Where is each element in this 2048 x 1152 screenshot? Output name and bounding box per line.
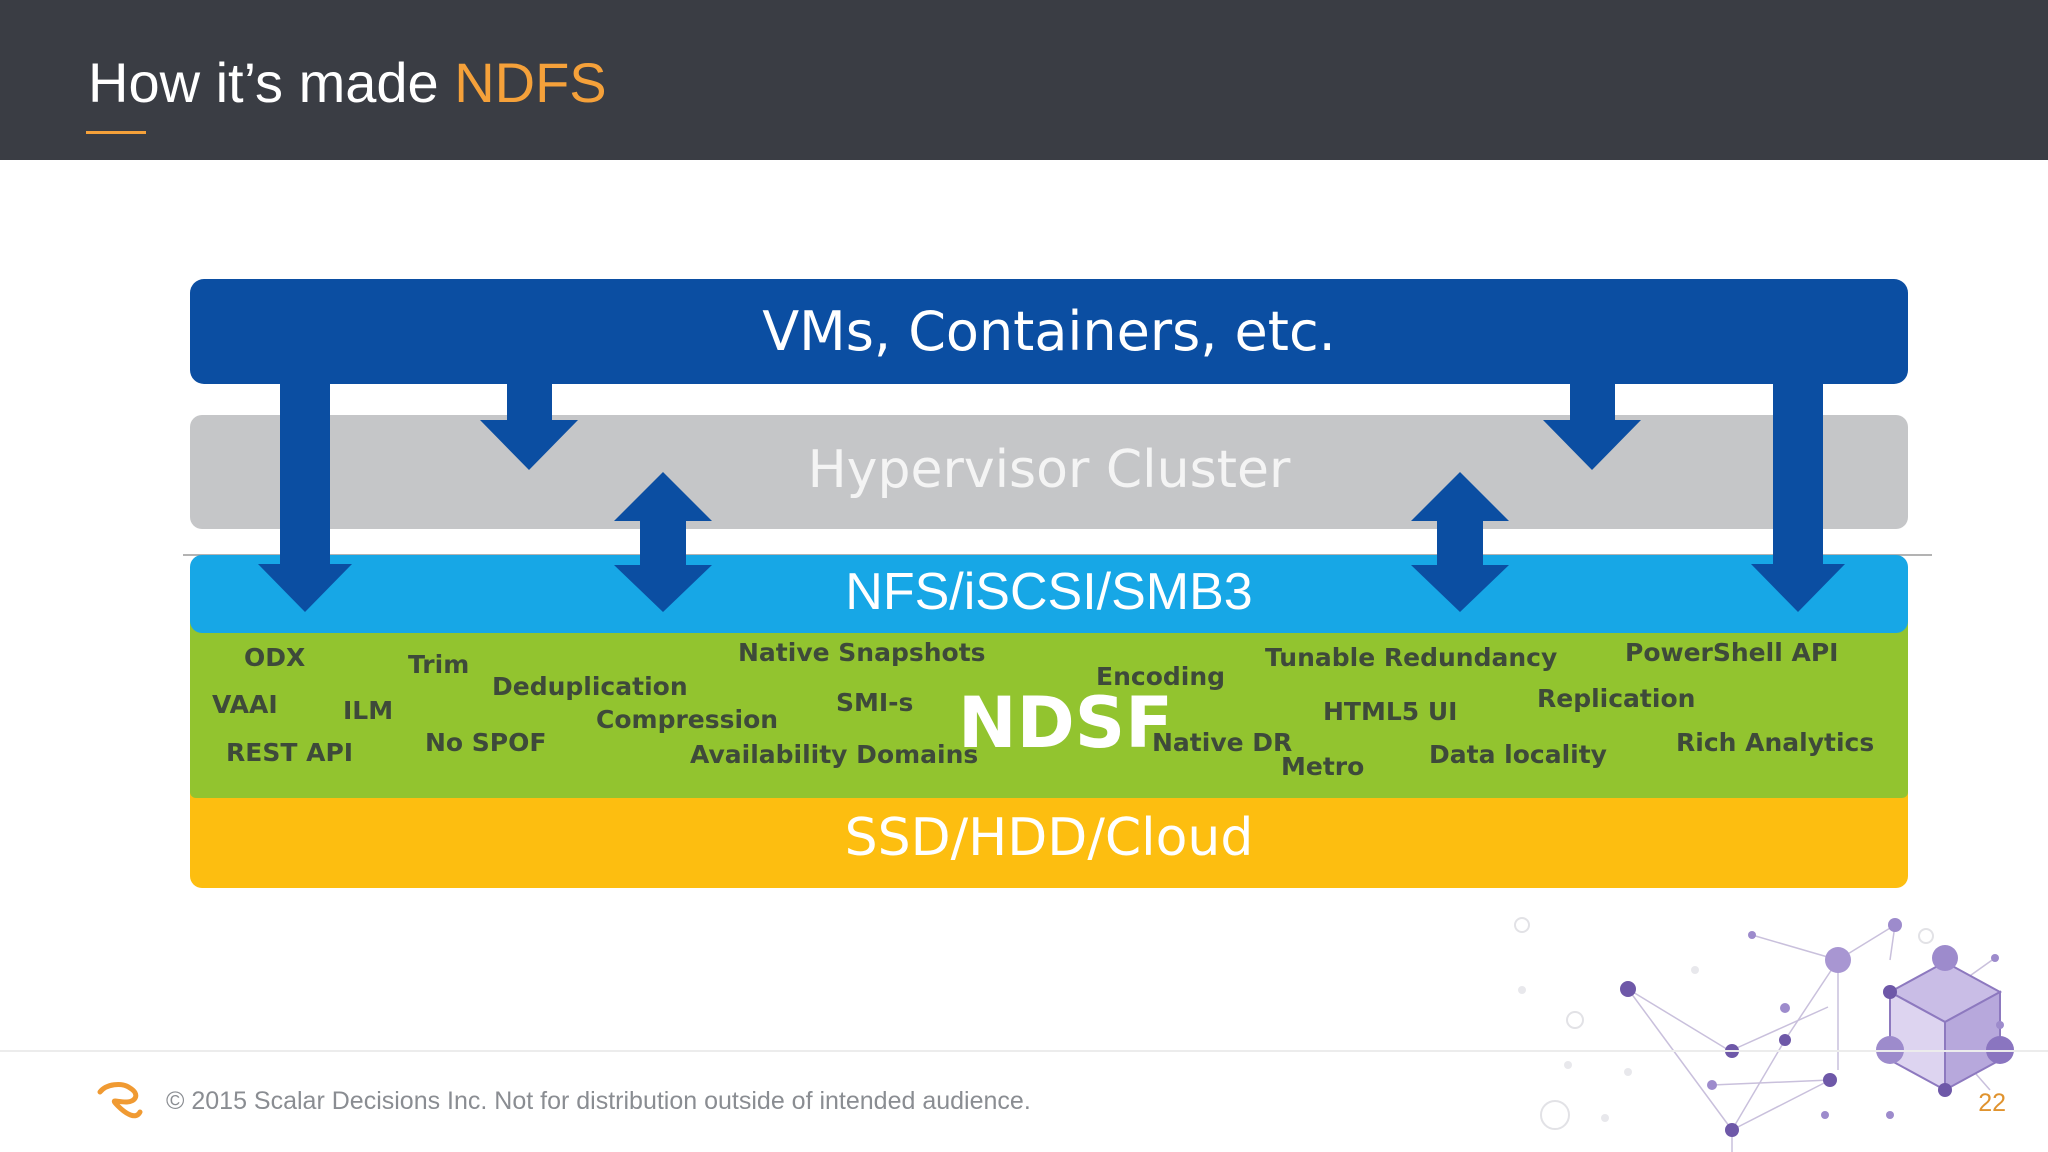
vms-band xyxy=(190,279,1908,384)
arrow-vms-to-hypervisor-left xyxy=(480,382,578,470)
feature-vaai: VAAI xyxy=(212,690,278,719)
feature-powershell-api: PowerShell API xyxy=(1625,638,1839,667)
feature-trim: Trim xyxy=(408,650,470,679)
feature-smi-s: SMI-s xyxy=(836,688,914,717)
feature-tunable-redundancy: Tunable Redundancy xyxy=(1265,643,1558,672)
page-number: 22 xyxy=(1978,1089,2006,1117)
feature-rest-api: REST API xyxy=(226,738,354,767)
slide-title-accent: NDFS xyxy=(454,51,607,114)
storage-band xyxy=(190,778,1908,888)
feature-odx: ODX xyxy=(244,643,306,672)
molecule-cube-icon xyxy=(1514,917,2014,1152)
title-underline xyxy=(86,131,146,134)
feature-replication: Replication xyxy=(1537,684,1696,713)
header-bar xyxy=(0,0,2048,160)
feature-compression: Compression xyxy=(596,705,779,734)
vms-label: VMs, Containers, etc. xyxy=(762,300,1336,363)
arrow-vms-to-nfs-left xyxy=(258,382,352,612)
slide-title-main: How it’s made xyxy=(88,51,455,114)
feature-ilm: ILM xyxy=(343,696,394,725)
feature-data-locality: Data locality xyxy=(1429,740,1607,769)
arrow-vms-to-nfs-right xyxy=(1751,382,1845,612)
feature-availability-domains: Availability Domains xyxy=(690,740,979,769)
slide-title: How it’s made NDFS xyxy=(88,50,607,115)
arrow-vms-to-hypervisor-right xyxy=(1543,382,1641,470)
feature-native-dr: Native DR xyxy=(1152,728,1293,757)
feature-html5-ui: HTML5 UI xyxy=(1323,697,1458,726)
feature-rich-analytics: Rich Analytics xyxy=(1676,728,1875,757)
ndsf-band xyxy=(190,600,1908,798)
nfs-label: NFS/iSCSI/SMB3 xyxy=(845,563,1253,621)
arrow-hypervisor-nfs-right xyxy=(1411,472,1509,612)
feature-deduplication: Deduplication xyxy=(492,672,688,701)
arrow-hypervisor-nfs-left xyxy=(614,472,712,612)
hypervisor-label: Hypervisor Cluster xyxy=(807,440,1291,500)
scalar-logo-icon xyxy=(97,1082,143,1119)
feature-native-snapshots: Native Snapshots xyxy=(738,638,986,667)
feature-metro: Metro xyxy=(1281,752,1365,781)
feature-no-spof: No SPOF xyxy=(425,728,547,757)
ndsf-label: NDSF xyxy=(958,682,1173,764)
copyright-text: © 2015 Scalar Decisions Inc. Not for dis… xyxy=(166,1087,1031,1115)
storage-label: SSD/HDD/Cloud xyxy=(844,808,1254,868)
feature-encoding: Encoding xyxy=(1096,662,1226,691)
footer-divider xyxy=(0,1050,2048,1052)
